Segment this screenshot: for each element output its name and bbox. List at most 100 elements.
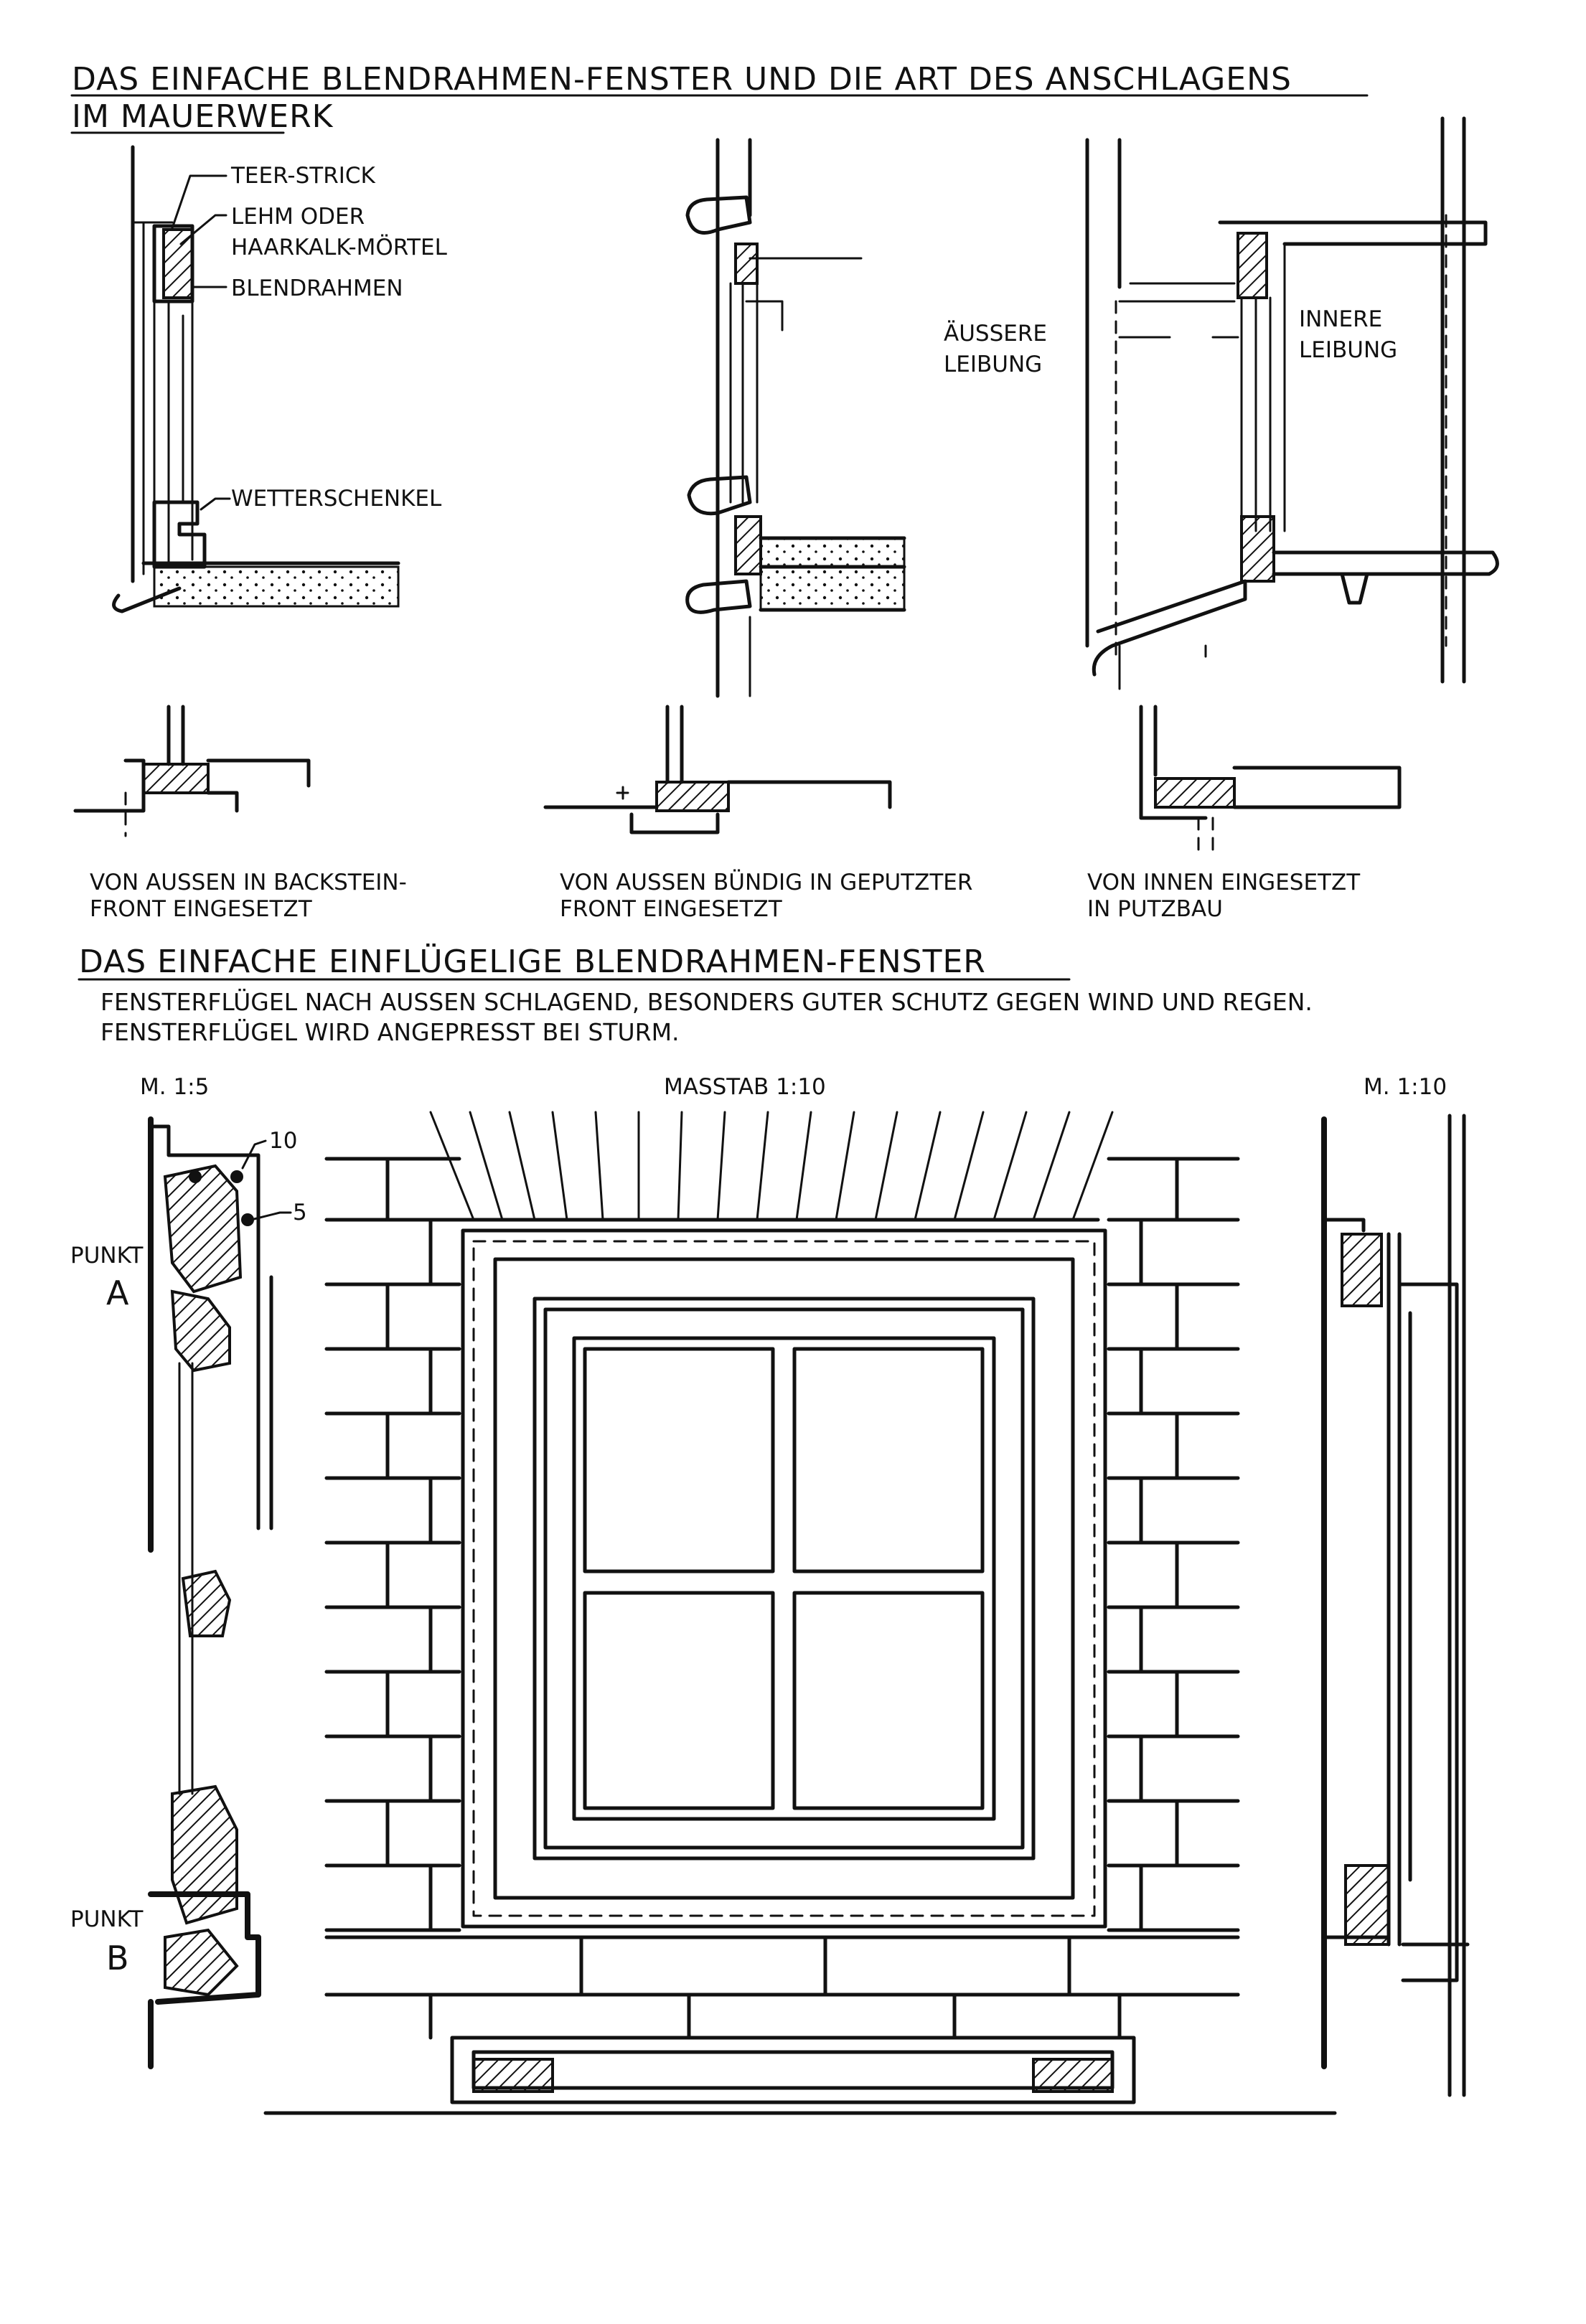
sill-outline [148,1891,261,2069]
weather-bar-profile [152,500,207,569]
brick-courses-bottom [324,1935,1240,2040]
plan-mark [616,786,629,800]
leader-teer-strick [171,174,227,230]
sill-masonry [153,565,400,608]
sill-masonry [759,537,906,611]
label-lehm-oder: LEHM ODER [231,204,365,230]
brick-courses-left [324,1157,461,1997]
sill-hatched-left [472,2058,554,2093]
section-right-scale-1-10 [1321,1114,1470,2097]
top-title-line-2: IM MAUERWERK [72,98,334,135]
plan-outline [73,758,311,813]
sash-lines [256,1275,273,1530]
section-drawing-brick-front: TEER-STRICK LEHM ODER HAARKALK-MÖRTEL BL… [112,145,448,613]
pane-top-right [792,1347,985,1573]
plan-frame-hatched [655,781,730,812]
leader-wetterschenkel [200,497,231,511]
plan-frame-hatched [1154,777,1236,809]
sill-hatched-right [1032,2058,1114,2093]
scale-center: MASSTAB 1:10 [664,1074,826,1100]
head-frame-hatched [163,1164,243,1294]
seal-dot-3 [241,1213,254,1226]
drip-profile [685,579,752,614]
glazing-outer [572,1336,996,1821]
plan-detail-1 [73,705,311,837]
label-leibung-right: LEIBUNG [1299,337,1397,363]
punkt-b-letter: B [106,1939,129,1977]
plan-wall [166,705,185,766]
frame-stiles [153,300,194,568]
label-blendrahmen: BLENDRAHMEN [231,276,403,301]
bottom-frame-hatched [171,1784,238,1925]
label-innere: INNERE [1299,306,1382,332]
reveal-hidden-lines [1115,214,1447,662]
scale-left: M. 1:5 [140,1074,209,1100]
outer-sill-sloped [1092,579,1247,677]
punkt-b-label: PUNKT [70,1906,144,1932]
drip-flashing [112,586,182,613]
dimension-10: 10 [269,1128,297,1154]
top-title-line-1: DAS EINFACHE BLENDRAHMEN-FENSTER UND DIE… [72,61,1292,98]
brick-joints-right [1139,1157,1179,1932]
caption-1-line-1: VON AUSSEN IN BACKSTEIN- [90,870,407,895]
head-lines [1118,282,1236,303]
window-dashed-outline [472,1240,1096,1917]
punkt-a-letter: A [106,1274,129,1312]
caption-3-line-1: VON INNEN EINGESETZT [1087,870,1361,895]
description-line-2: FENSTERFLÜGEL WIRD ANGEPRESST BEI STURM. [100,1017,680,1046]
captions: VON AUSSEN IN BACKSTEIN- FRONT EINGESETZ… [90,869,1361,922]
sill-hatched [164,1928,239,1997]
brickwork-left [324,1157,461,1997]
plan-wall [1139,705,1158,820]
arch-voussoirs [429,1111,1114,1221]
caption-3-line-2: IN PUTZBAU [1087,896,1223,922]
dimension-leaders [241,1139,292,1221]
window-outer-frame [461,1228,1107,1929]
head-reveal [149,1124,261,1279]
pane-bottom-left [583,1591,775,1810]
sill-hatched [1344,1864,1390,1946]
plan-detail-3 [1139,705,1402,859]
plan-outline [1139,766,1402,820]
frame-bottom-hatched [1240,515,1275,583]
middle-bar-hatched [181,1569,232,1637]
sash-frame [532,1297,1036,1860]
description-line-1: FENSTERFLÜGEL NACH AUSSEN SCHLAGEND, BES… [100,987,1313,1016]
caption-2-line-1: VON AUSSEN BÜNDIG IN GEPUTZTER [560,869,972,895]
head-sash-hatched [170,1289,231,1373]
plan-wall [665,705,684,784]
mortar-top-hatched [162,228,194,299]
brickwork-right [1107,1157,1240,1997]
head-hatched [1341,1233,1383,1307]
scale-right: M. 1:10 [1364,1074,1447,1100]
head-lines [745,257,863,331]
frame-top-hatched [1237,232,1268,299]
caption-2-line-2: FRONT EINGESETZT [560,896,783,922]
plan-frame-hatched [142,763,210,794]
sill-elevation [450,2036,1136,2104]
label-aussere: ÄUSSERE [944,321,1047,347]
head-slab [1218,220,1488,246]
seal-dot-1 [189,1170,202,1183]
label-wetterschenkel: WETTERSCHENKEL [231,486,442,512]
second-title: DAS EINFACHE EINFLÜGELIGE BLENDRAHMEN-FE… [78,943,1313,1046]
blendrahmen-frame [493,1257,1075,1900]
caption-1-line-2: FRONT EINGESETZT [90,896,313,922]
plan-hidden [1197,817,1214,859]
label-haarkalk: HAARKALK-MÖRTEL [231,234,448,260]
sash-inner [543,1307,1025,1850]
frame-top-hatched [734,243,759,285]
label-teer-strick: TEER-STRICK [230,163,376,189]
section-left-scale-1-5: 10 5 PUNKT A PUNKT B [70,1116,307,2069]
second-title-text: DAS EINFACHE EINFLÜGELIGE BLENDRAHMEN-FE… [79,943,986,980]
punkt-a-label: PUNKT [70,1243,144,1269]
brick-courses-right [1107,1157,1240,1997]
wall-inner-lines [1447,1114,1466,2097]
frame-lines [1322,1218,1412,1947]
frame-stiles [729,282,759,504]
brick-joints-left [385,1157,433,1932]
plan-outline [543,780,892,834]
sash-bottom-profile [687,475,752,516]
sill-lines [1322,1935,1470,1947]
